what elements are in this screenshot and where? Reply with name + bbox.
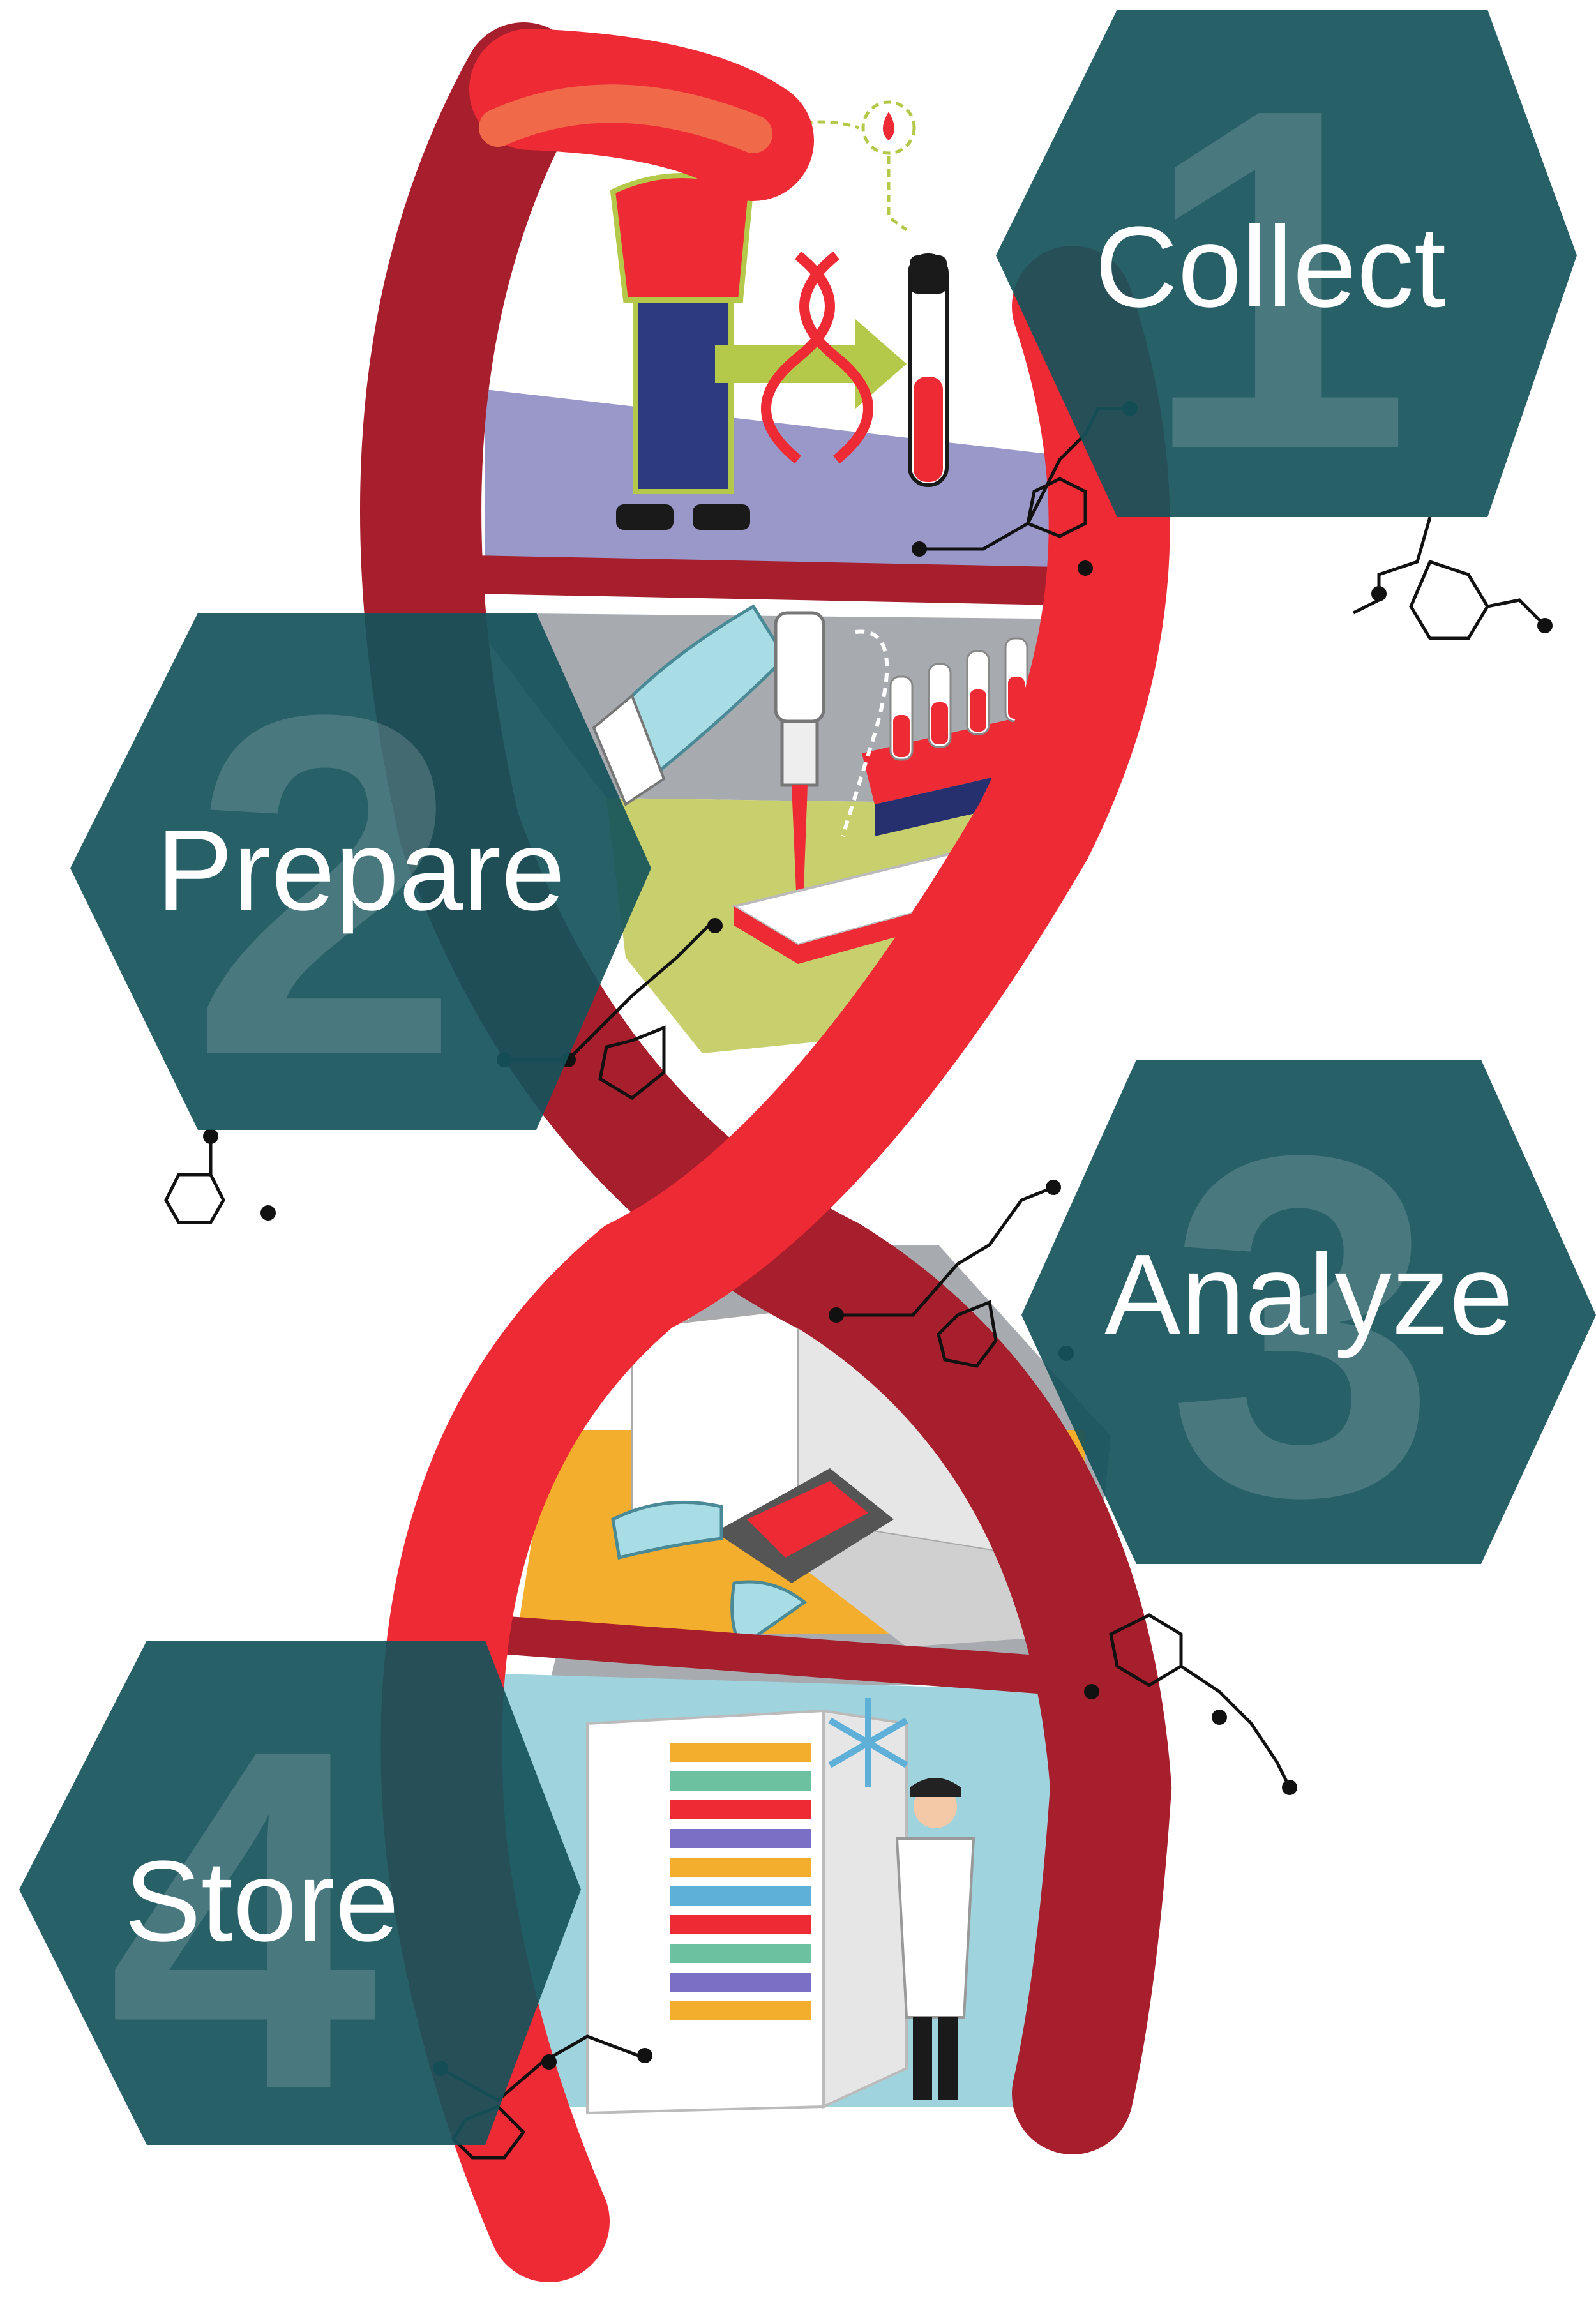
gloved-hands-icon <box>611 1500 808 1650</box>
step-label: Collect <box>1095 203 1446 331</box>
collect-scene <box>485 83 1098 568</box>
plate-tray-icon <box>715 1468 894 1583</box>
molecule-icon <box>1352 516 1553 640</box>
step-4-store: 4 Store <box>19 1641 581 2191</box>
hexagon-badge <box>1021 1060 1596 1564</box>
hexagon-badge <box>70 613 651 1130</box>
freezer-icon <box>586 1709 908 2115</box>
scientist-icon <box>895 1778 975 2100</box>
step-label: Analyze <box>1104 1231 1513 1359</box>
step-1-collect: 1 Collect <box>996 8 1577 550</box>
step-number: 3 <box>1168 1055 1438 1597</box>
store-scene <box>460 1673 1098 2115</box>
molecule-icon <box>1084 1613 1297 1795</box>
helix-rungs <box>472 555 1124 1698</box>
dna-icon <box>761 251 873 464</box>
molecule-icon <box>164 1129 276 1224</box>
step-number: 1 <box>1142 8 1412 550</box>
hexagon-badge <box>19 1641 581 2145</box>
blood-tube-icon <box>908 253 949 487</box>
scene-panels <box>460 83 1111 2115</box>
step-3-analyze: 3 Analyze <box>1021 1055 1596 1597</box>
step-number: 4 <box>108 1649 381 2191</box>
pipette-icon <box>774 611 825 906</box>
blood-drop-icon <box>861 100 916 155</box>
analyze-scene <box>517 1245 1111 1685</box>
snowflake-icon <box>828 1698 908 1787</box>
step-label: Prepare <box>156 806 565 935</box>
step-2-prepare: 2 Prepare <box>70 613 651 1157</box>
step-number: 2 <box>191 615 461 1157</box>
hexagon-badge <box>996 10 1577 517</box>
step-label: Store <box>124 1837 399 1966</box>
